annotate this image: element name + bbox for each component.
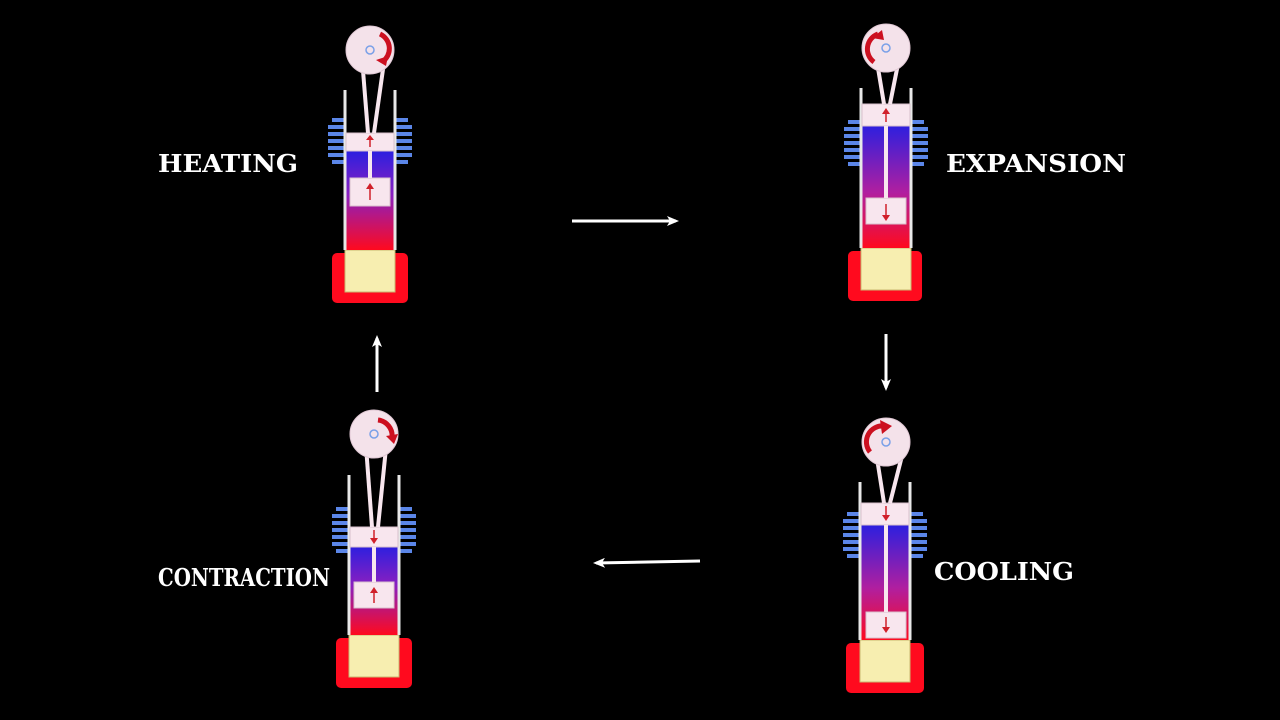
displacer-down-arrow-icon xyxy=(882,204,890,221)
heat-source xyxy=(846,639,924,693)
arrow-left-icon xyxy=(593,557,701,568)
engine-heating xyxy=(328,25,412,303)
engine-cooling xyxy=(843,417,927,693)
cylinder-walls xyxy=(859,88,913,248)
piston-down-arrow-icon xyxy=(370,530,378,544)
power-piston xyxy=(860,502,910,526)
rotation-arrow-icon xyxy=(863,420,892,454)
rotation-arrow-icon xyxy=(376,31,392,66)
label-expansion: EXPANSION xyxy=(946,149,1126,178)
cylinder-walls xyxy=(858,482,912,640)
displacer-down-arrow-icon xyxy=(882,617,890,633)
cylinder-walls xyxy=(343,90,397,250)
displacer-up-arrow-icon xyxy=(370,587,378,603)
cooling-fins-left xyxy=(332,507,348,553)
heat-source xyxy=(336,634,412,688)
cooling-fins-right xyxy=(400,507,416,553)
label-contraction: CONTRACTION xyxy=(158,563,330,592)
rotation-arrow-icon xyxy=(377,417,398,444)
label-cooling: COOLING xyxy=(934,557,1074,586)
engine-expansion xyxy=(844,23,928,301)
cooling-fins-right xyxy=(396,118,412,164)
rotation-arrow-icon xyxy=(864,30,884,65)
piston-down-arrow-icon xyxy=(882,506,890,521)
flywheel xyxy=(345,25,395,75)
cylinder-walls xyxy=(347,475,401,635)
cooling-fins-left xyxy=(844,120,860,166)
engine-contraction xyxy=(332,409,416,688)
connecting-rods xyxy=(364,445,388,528)
cooling-fins-right xyxy=(911,512,927,558)
label-heating: HEATING xyxy=(158,149,298,178)
cooling-fins-right xyxy=(912,120,928,166)
piston-up-arrow-icon xyxy=(882,108,890,122)
cooling-fins-left xyxy=(328,118,344,164)
heat-source xyxy=(848,247,922,301)
displacer-up-arrow-icon xyxy=(366,183,374,200)
heat-source xyxy=(332,249,408,303)
cooling-fins-left xyxy=(843,512,859,558)
piston-up-arrow-icon xyxy=(366,135,374,147)
